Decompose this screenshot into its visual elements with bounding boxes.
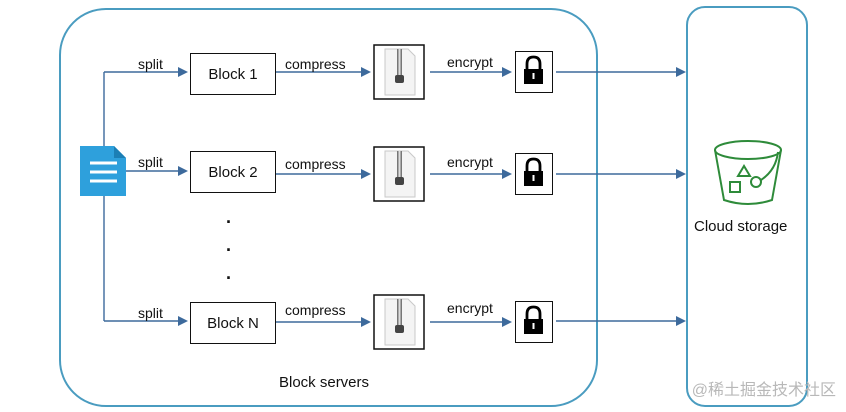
split-label-n: split <box>138 305 163 321</box>
split-connectors <box>103 67 188 326</box>
encrypt-label-n: encrypt <box>447 300 493 316</box>
block-2-label: Block 2 <box>208 163 258 181</box>
block-servers-container <box>59 8 598 407</box>
encrypt-label-2: encrypt <box>447 154 493 170</box>
block-n-box: Block N <box>190 302 276 344</box>
compress-label-n: compress <box>285 302 346 318</box>
ellipsis-dot-1: . <box>226 207 232 227</box>
zip-archive-icon <box>373 294 425 350</box>
zip-archive-icon <box>373 146 425 202</box>
cloud-storage-container <box>686 6 808 407</box>
compress-label-2: compress <box>285 156 346 172</box>
split-label-1: split <box>138 56 163 72</box>
block-1-label: Block 1 <box>208 65 258 83</box>
split-label-2: split <box>138 154 163 170</box>
lock-icon <box>515 51 553 93</box>
document-icon <box>80 146 126 196</box>
lock-icon <box>515 301 553 343</box>
ellipsis-dot-3: . <box>226 263 232 283</box>
block-1-box: Block 1 <box>190 53 276 95</box>
lock-icon <box>515 153 553 195</box>
block-n-label: Block N <box>207 314 259 332</box>
watermark: @稀土掘金技术社区 <box>691 382 836 399</box>
block-2-box: Block 2 <box>190 151 276 193</box>
block-servers-label: Block servers <box>279 374 370 391</box>
ellipsis-dot-2: . <box>226 235 232 255</box>
compress-arrows <box>276 67 371 327</box>
zip-archive-icon <box>373 44 425 100</box>
encrypt-label-1: encrypt <box>447 54 493 70</box>
encrypt-arrows <box>430 67 512 327</box>
upload-arrows <box>556 67 686 326</box>
compress-label-1: compress <box>285 56 346 72</box>
cloud-storage-label: Cloud storage <box>694 218 788 235</box>
bucket-icon <box>714 140 782 205</box>
